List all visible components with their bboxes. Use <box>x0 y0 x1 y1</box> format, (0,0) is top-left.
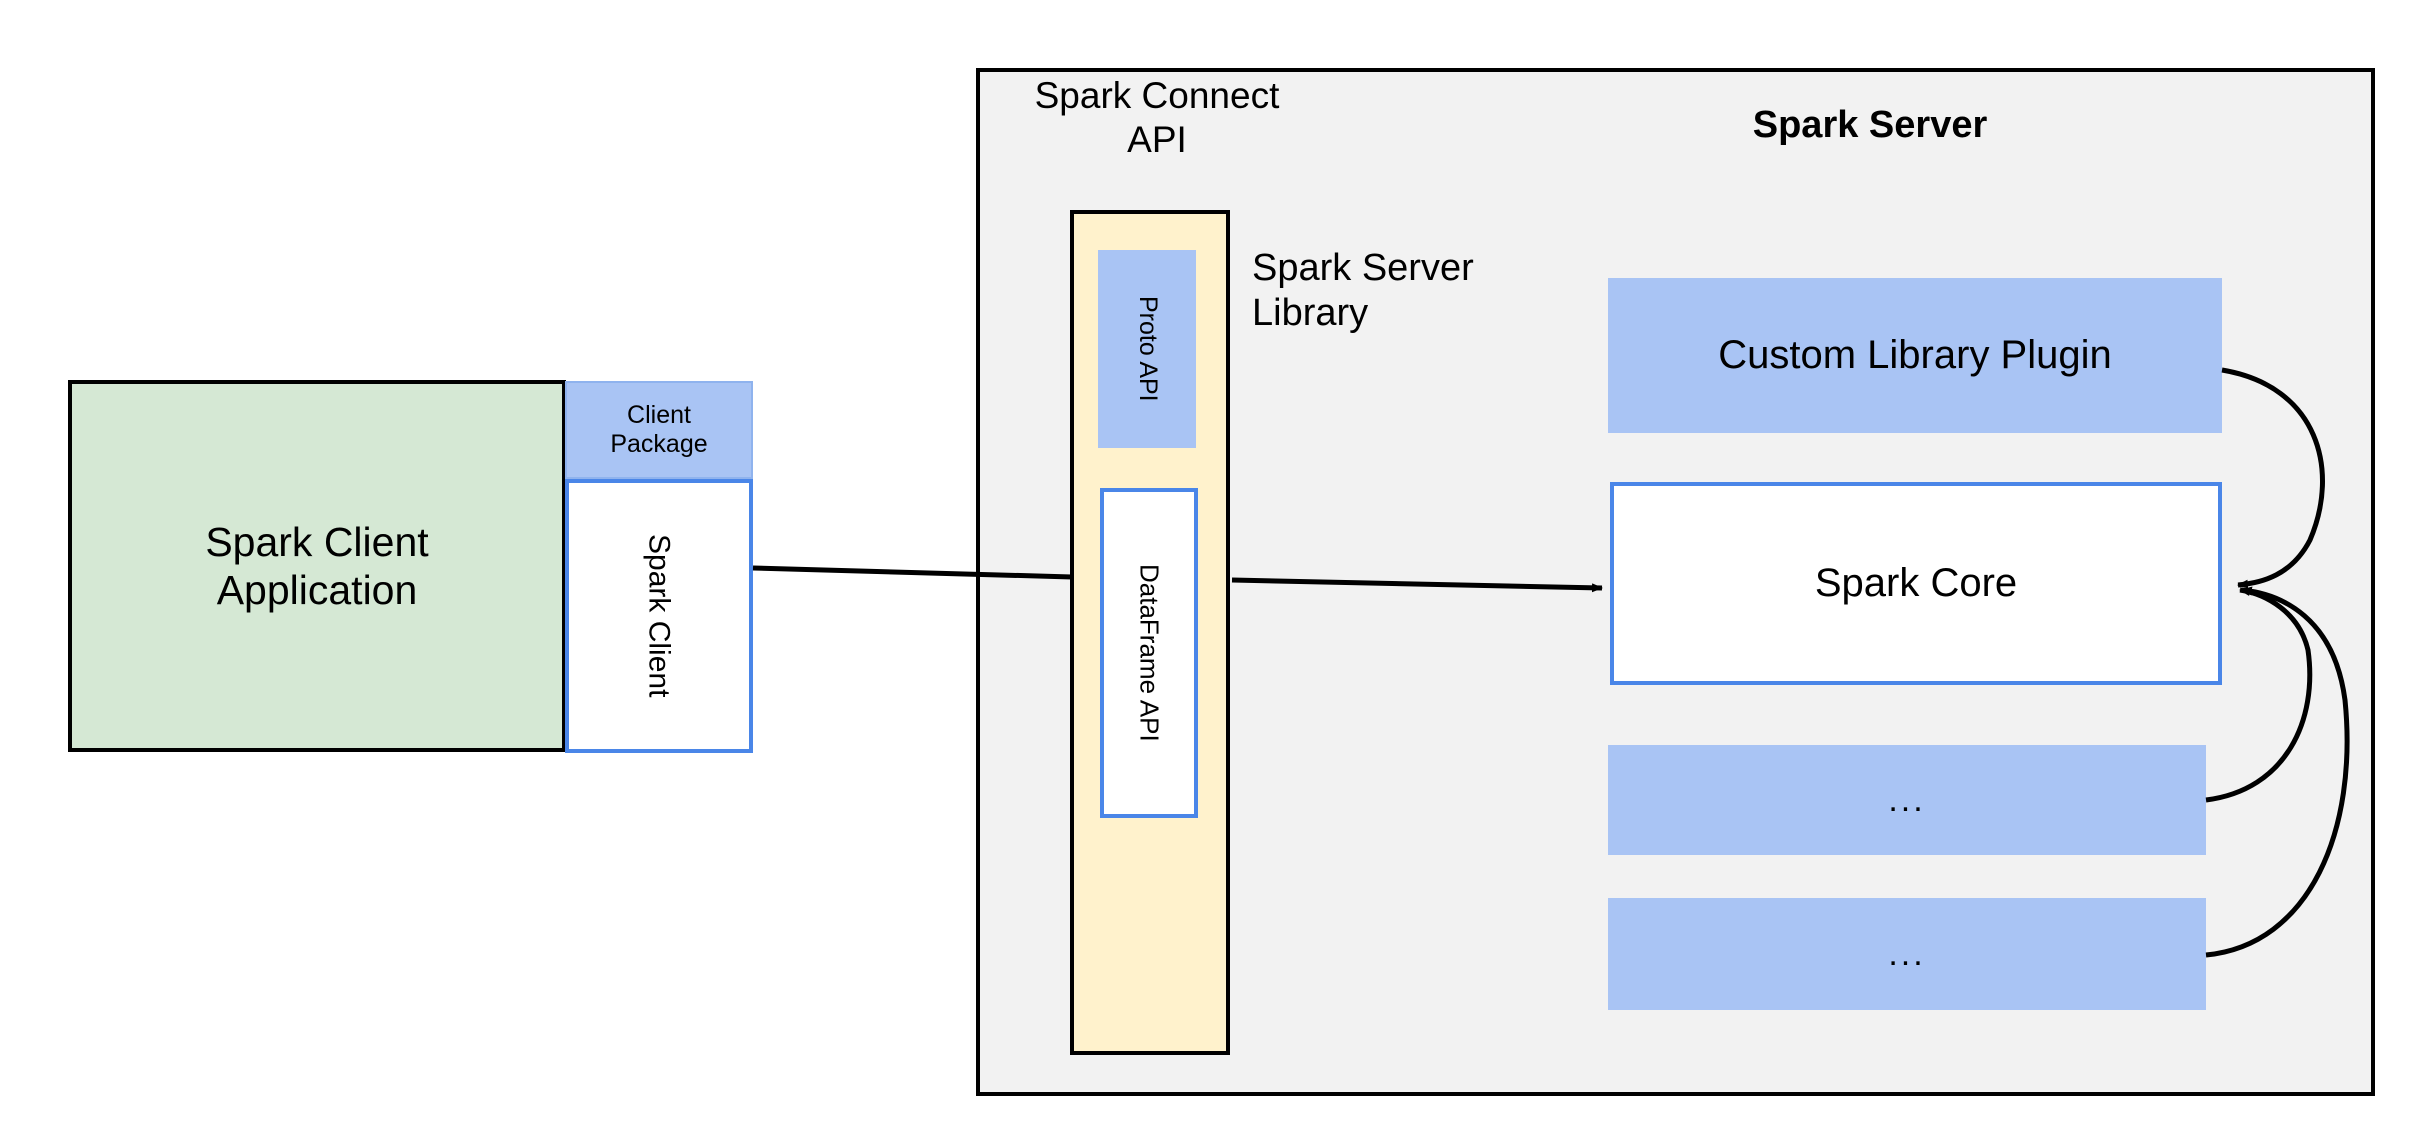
spark-client-label: Spark Client <box>642 534 676 698</box>
dataframe-api-box[interactable]: DataFrame API <box>1100 488 1198 818</box>
proto-api-label: Proto API <box>1133 296 1162 402</box>
additional-module-label-2: ... <box>1888 934 1926 973</box>
custom-library-plugin-box[interactable]: Custom Library Plugin <box>1608 278 2222 433</box>
dataframe-api-label: DataFrame API <box>1134 564 1165 742</box>
custom-library-plugin-label: Custom Library Plugin <box>1718 332 2112 377</box>
additional-module-box-2[interactable]: ... <box>1608 898 2206 1010</box>
spark-core-label: Spark Core <box>1814 560 2018 605</box>
spark-server-title: Spark Server <box>1752 103 1988 146</box>
spark-core-box[interactable]: Spark Core <box>1610 482 2222 685</box>
additional-module-box-1[interactable]: ... <box>1608 745 2206 855</box>
additional-module-label-1: ... <box>1888 780 1926 819</box>
spark-client-box[interactable]: Spark Client <box>565 479 753 753</box>
proto-api-box[interactable]: Proto API <box>1098 250 1196 448</box>
